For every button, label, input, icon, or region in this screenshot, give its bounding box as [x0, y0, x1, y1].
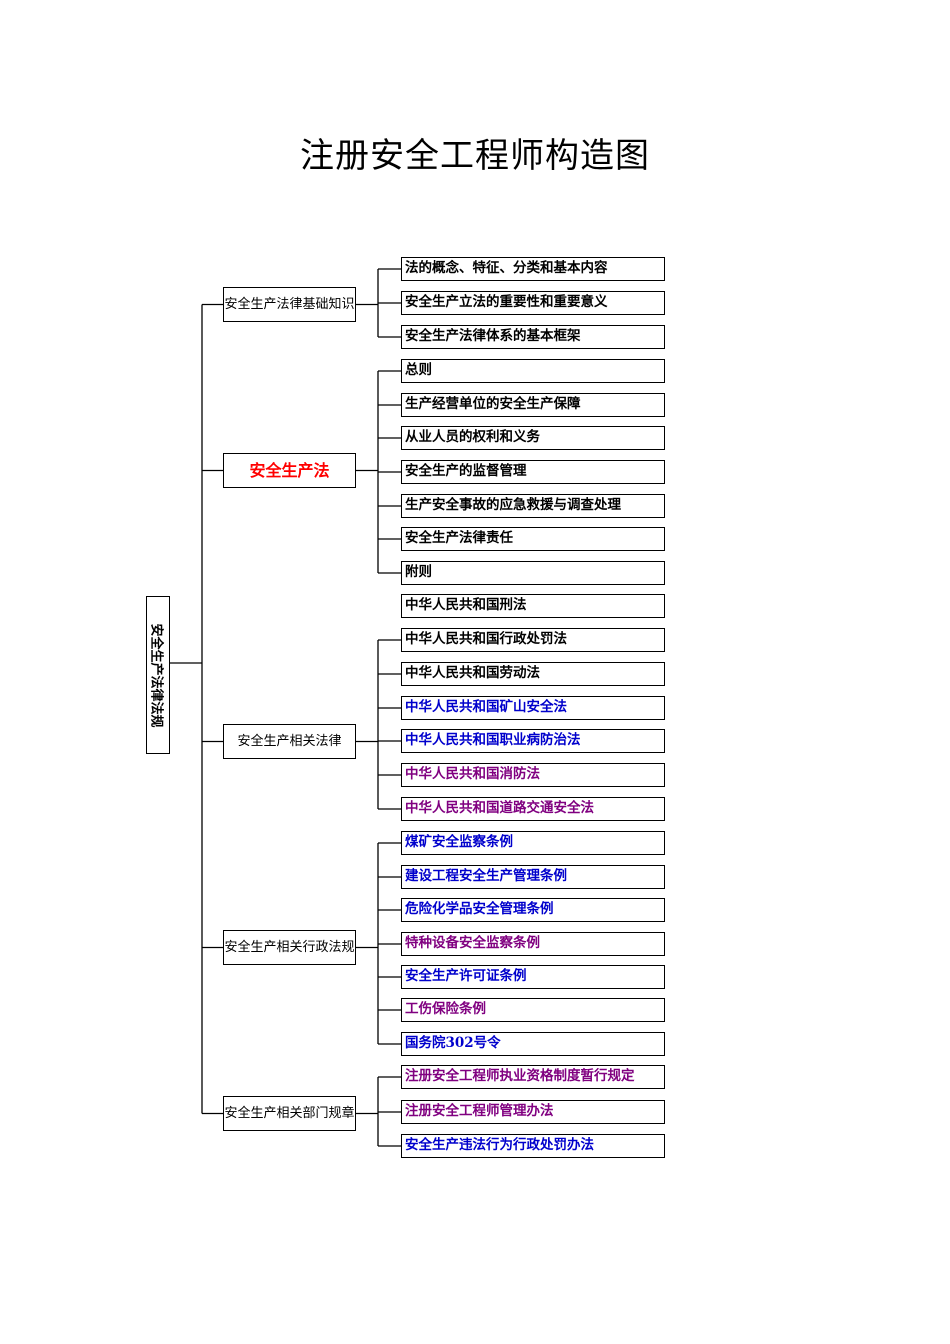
leaf-node: 国务院302号令	[401, 1032, 665, 1056]
leaf-node: 煤矿安全监察条例	[401, 831, 665, 855]
leaf-node: 生产经营单位的安全生产保障	[401, 393, 665, 417]
leaf-node: 工伤保险条例	[401, 998, 665, 1022]
leaf-node: 中华人民共和国道路交通安全法	[401, 797, 665, 821]
leaf-node: 安全生产立法的重要性和重要意义	[401, 291, 665, 315]
category-node: 安全生产相关部门规章	[223, 1096, 356, 1131]
category-node: 安全生产相关行政法规	[223, 930, 356, 965]
leaf-node: 总则	[401, 359, 665, 383]
category-node: 安全生产相关法律	[223, 724, 356, 759]
leaf-node: 中华人民共和国职业病防治法	[401, 729, 665, 753]
root-node: 安全生产法律法规	[146, 596, 170, 754]
leaf-node: 注册安全工程师执业资格制度暂行规定	[401, 1065, 665, 1089]
leaf-node: 从业人员的权利和义务	[401, 426, 665, 450]
leaf-node: 安全生产许可证条例	[401, 965, 665, 989]
root-label: 安全生产法律法规	[148, 622, 164, 728]
leaf-node: 安全生产违法行为行政处罚办法	[401, 1134, 665, 1158]
leaf-node: 危险化学品安全管理条例	[401, 898, 665, 922]
leaf-node: 中华人民共和国行政处罚法	[401, 628, 665, 652]
leaf-node: 中华人民共和国消防法	[401, 763, 665, 787]
leaf-node: 法的概念、特征、分类和基本内容	[401, 257, 665, 281]
category-node: 安全生产法律基础知识	[223, 287, 356, 322]
leaf-node: 建设工程安全生产管理条例	[401, 865, 665, 889]
leaf-node: 生产安全事故的应急救援与调查处理	[401, 494, 665, 518]
leaf-node: 中华人民共和国劳动法	[401, 662, 665, 686]
leaf-node: 安全生产的监督管理	[401, 460, 665, 484]
leaf-node: 安全生产法律体系的基本框架	[401, 325, 665, 349]
leaf-node: 中华人民共和国矿山安全法	[401, 696, 665, 720]
leaf-node: 注册安全工程师管理办法	[401, 1100, 665, 1124]
diagram-title: 注册安全工程师构造图	[300, 136, 650, 176]
leaf-node: 附则	[401, 561, 665, 585]
leaf-node: 安全生产法律责任	[401, 527, 665, 551]
leaf-node: 中华人民共和国刑法	[401, 594, 665, 618]
leaf-node: 特种设备安全监察条例	[401, 932, 665, 956]
category-node: 安全生产法	[223, 453, 356, 488]
